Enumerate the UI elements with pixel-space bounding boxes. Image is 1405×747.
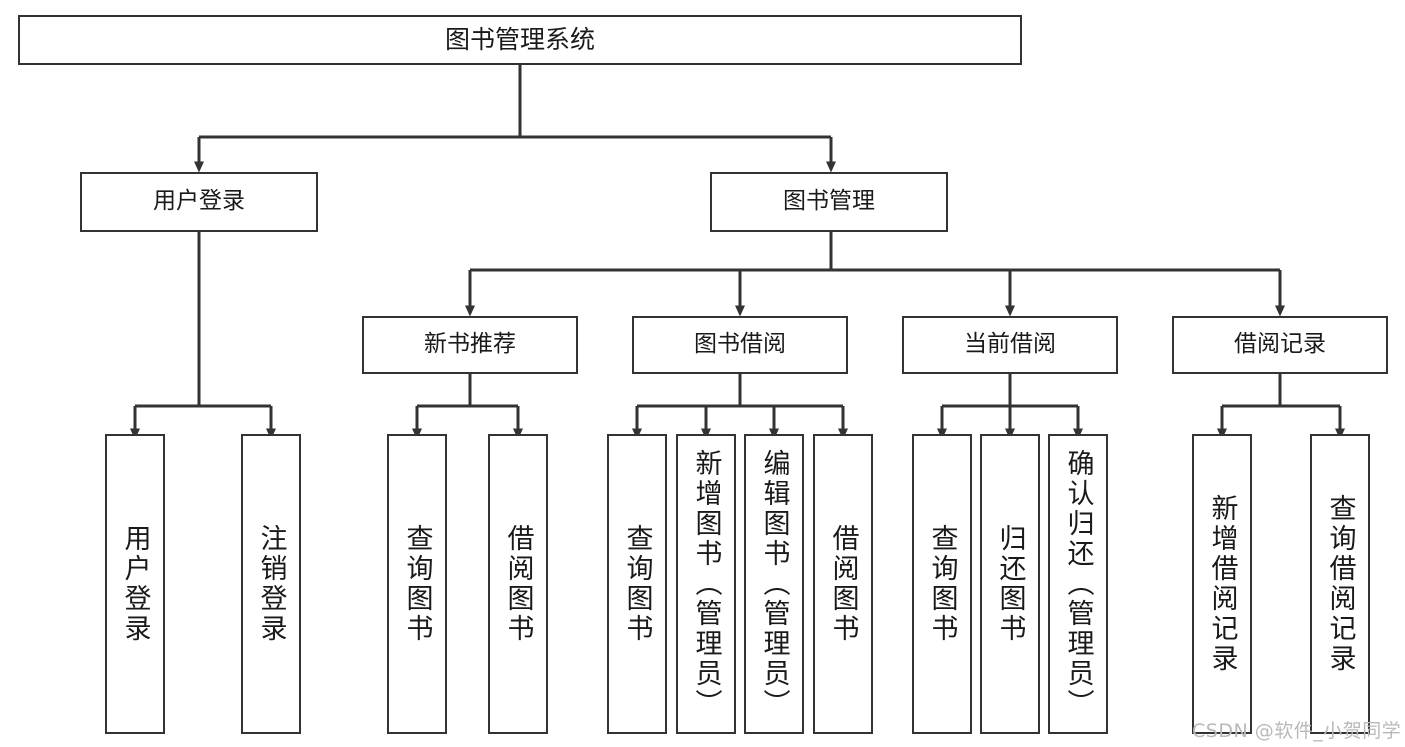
leaf-newbook-query-book[interactable]: 查询图书: [387, 434, 447, 734]
leaf-user-login-logout-label: 注销登录: [255, 524, 287, 644]
node-new-book-recommend[interactable]: 新书推荐: [362, 316, 578, 374]
node-root-system[interactable]: 图书管理系统: [18, 15, 1022, 65]
node-root-system-label: 图书管理系统: [444, 25, 595, 54]
node-current-borrow-label: 当前借阅: [964, 331, 1056, 358]
leaf-currentborrow-query-book-label: 查询图书: [926, 524, 958, 644]
leaf-bookborrow-query-book[interactable]: 查询图书: [607, 434, 667, 734]
leaf-bookborrow-borrow-book-label: 借阅图书: [827, 524, 859, 644]
leaf-currentborrow-confirm-return[interactable]: 确认归还（管理员）: [1048, 434, 1108, 734]
node-user-login[interactable]: 用户登录: [80, 172, 318, 232]
leaf-newbook-borrow-book[interactable]: 借阅图书: [488, 434, 548, 734]
node-book-management[interactable]: 图书管理: [710, 172, 948, 232]
leaf-user-login-login-label: 用户登录: [119, 524, 151, 644]
node-new-book-recommend-label: 新书推荐: [424, 331, 516, 358]
leaf-currentborrow-confirm-return-label: 确认归还（管理员）: [1062, 449, 1094, 719]
leaf-newbook-borrow-book-label: 借阅图书: [502, 524, 534, 644]
csdn-watermark: CSDN @软件_小贺同学: [1192, 720, 1402, 742]
leaf-bookborrow-query-book-label: 查询图书: [621, 524, 653, 644]
leaf-borrowrecord-query-record-label: 查询借阅记录: [1324, 494, 1356, 674]
leaf-user-login-login[interactable]: 用户登录: [105, 434, 165, 734]
node-user-login-label: 用户登录: [153, 188, 245, 215]
leaf-currentborrow-query-book[interactable]: 查询图书: [912, 434, 972, 734]
leaf-borrowrecord-query-record[interactable]: 查询借阅记录: [1310, 434, 1370, 734]
node-borrow-record-label: 借阅记录: [1234, 331, 1326, 358]
node-book-management-label: 图书管理: [783, 188, 875, 215]
leaf-bookborrow-edit-book-label: 编辑图书（管理员）: [758, 449, 790, 719]
leaf-borrowrecord-add-record[interactable]: 新增借阅记录: [1192, 434, 1252, 734]
leaf-bookborrow-add-book[interactable]: 新增图书（管理员）: [676, 434, 736, 734]
leaf-user-login-logout[interactable]: 注销登录: [241, 434, 301, 734]
node-book-borrow-label: 图书借阅: [694, 331, 786, 358]
node-borrow-record[interactable]: 借阅记录: [1172, 316, 1388, 374]
leaf-bookborrow-edit-book[interactable]: 编辑图书（管理员）: [744, 434, 804, 734]
leaf-currentborrow-return-book-label: 归还图书: [994, 524, 1026, 644]
leaf-borrowrecord-add-record-label: 新增借阅记录: [1206, 494, 1238, 674]
leaf-newbook-query-book-label: 查询图书: [401, 524, 433, 644]
leaf-bookborrow-add-book-label: 新增图书（管理员）: [690, 449, 722, 719]
node-book-borrow[interactable]: 图书借阅: [632, 316, 848, 374]
leaf-currentborrow-return-book[interactable]: 归还图书: [980, 434, 1040, 734]
leaf-bookborrow-borrow-book[interactable]: 借阅图书: [813, 434, 873, 734]
node-current-borrow[interactable]: 当前借阅: [902, 316, 1118, 374]
